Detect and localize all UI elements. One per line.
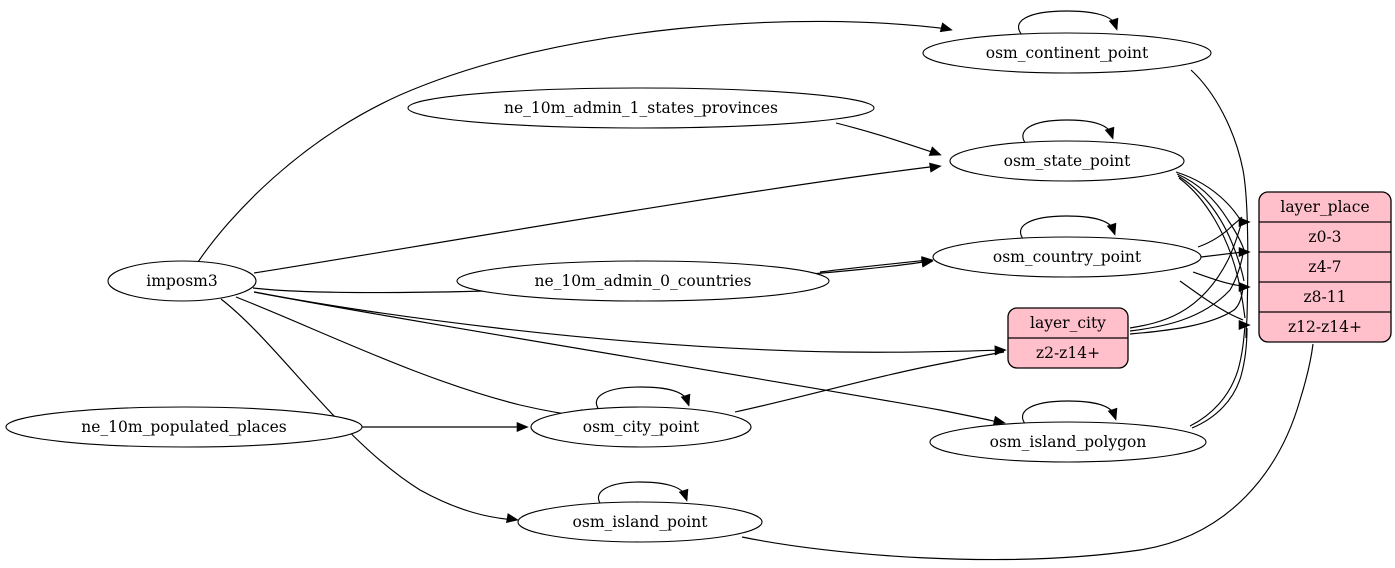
edge-osm_state_point-to-layer_place — [1175, 171, 1242, 222]
edge-osm_island_polygon-to-osm_island_polygon — [1021, 400, 1115, 426]
arrowhead-to-osm-continent-point — [939, 22, 953, 33]
arrowhead-to-layer-place-z8-11 — [1238, 281, 1251, 293]
edge-osm_state_point-to-layer_place — [1176, 173, 1245, 251]
record-row-layer-place-z8_11[interactable]: z8-11 — [1304, 288, 1347, 306]
edge-osm_state_point-to-layer_place — [1177, 175, 1245, 282]
node-label-osm_island_point: osm_island_point — [573, 513, 709, 531]
edge-osm_state_point-to-layer_place — [1178, 177, 1246, 319]
edge-imposm3-to-osm_continent_point — [197, 20, 949, 263]
node-shape-osm_island_polygon[interactable] — [929, 421, 1207, 463]
record-nodes-layer: layer_place z0-3 z4-7 z8-11 z12-z14+ layer_ci… — [1007, 191, 1392, 369]
edge-ne_states-to-osm_state_point — [835, 122, 939, 155]
node-ne_states[interactable]: ne_10m_admin_1_states_provinces — [407, 87, 875, 129]
arrowhead-to-osm-city-point-b — [516, 421, 529, 433]
arrowhead-to-layer-city — [994, 345, 1007, 356]
arrowhead-to-osm-state-point-b — [928, 146, 942, 156]
node-osm_country_point[interactable]: osm_country_point — [932, 236, 1202, 278]
node-label-osm_country_point: osm_country_point — [993, 248, 1142, 266]
record-row-layer-place-z4_7[interactable]: z4-7 — [1308, 258, 1341, 276]
node-shape-osm_country_point[interactable] — [932, 236, 1202, 278]
edge-osm_city_point-to-osm_city_point — [595, 386, 688, 412]
node-ne_populated[interactable]: ne_10m_populated_places — [5, 406, 363, 448]
node-osm_continent_point[interactable]: osm_continent_point — [922, 32, 1212, 74]
edge-osm_city_point-to-layer_city — [734, 351, 1005, 413]
record-row-layer-place-z0_3[interactable]: z0-3 — [1308, 228, 1341, 246]
node-shape-osm_continent_point[interactable] — [922, 32, 1212, 74]
edge-ne_countries-to-osm_country_point — [819, 259, 930, 273]
record-box-layer-place[interactable] — [1258, 191, 1392, 343]
edge-imposm3-to-osm_island_point — [220, 298, 516, 521]
node-label-osm_state_point: osm_state_point — [1004, 152, 1132, 170]
node-imposm3[interactable]: imposm3 — [107, 260, 257, 302]
node-shape-osm_city_point[interactable] — [530, 406, 752, 448]
edge-osm_island_point-to-layer_place — [741, 343, 1314, 561]
node-ne_countries[interactable]: ne_10m_admin_0_countries — [456, 260, 830, 302]
record-row-layer-place-z12_z14p[interactable]: z12-z14+ — [1288, 318, 1362, 336]
node-osm_state_point[interactable]: osm_state_point — [949, 140, 1185, 182]
arrowhead-to-layer-place-z0-3 — [1238, 216, 1251, 228]
arrowhead-to-osm-state-point-a — [929, 162, 942, 173]
node-label-imposm3: imposm3 — [146, 272, 217, 290]
edge-osm_island_polygon-to-layer_place — [1191, 327, 1248, 429]
edge-imposm3-to-layer_city — [253, 291, 1004, 353]
node-label-ne_states: ne_10m_admin_1_states_provinces — [504, 99, 778, 117]
nodes-layer: imposm3 ne_10m_admin_1_states_provincesne… — [5, 32, 1212, 543]
node-label-osm_continent_point: osm_continent_point — [986, 44, 1149, 62]
node-shape-osm_island_point[interactable] — [517, 501, 763, 543]
node-shape-ne_countries[interactable] — [456, 260, 830, 302]
edge-imposm3-to-osm_state_point — [253, 165, 939, 274]
record-node-layer-place[interactable]: layer_place z0-3 z4-7 z8-11 z12-z14+ — [1258, 191, 1392, 343]
arrowhead-to-layer-place-z12 — [1238, 319, 1251, 331]
node-osm_city_point[interactable]: osm_city_point — [530, 406, 752, 448]
edge-imposm3-to-osm_island_polygon — [253, 291, 1003, 424]
node-osm_island_point[interactable]: osm_island_point — [517, 501, 763, 543]
arrowhead-self-osm-state — [1104, 126, 1115, 140]
node-label-ne_populated: ne_10m_populated_places — [81, 418, 286, 436]
node-shape-ne_states[interactable] — [407, 87, 875, 129]
edge-layer_city-to-layer_place — [1129, 287, 1244, 335]
edge-layer_city-to-layer_place — [1129, 253, 1244, 332]
arrowhead-self-osm-continent — [1108, 17, 1119, 31]
edge-osm_country_point-to-layer_place — [1200, 251, 1244, 258]
edges-layer — [197, 10, 1314, 561]
record-row-layer-city-z2_z14p[interactable]: z2-z14+ — [1036, 344, 1100, 362]
edge-osm_island_polygon-to-layer_place — [1189, 324, 1246, 427]
node-osm_island_polygon[interactable]: osm_island_polygon — [929, 421, 1207, 463]
node-shape-imposm3[interactable] — [107, 260, 257, 302]
node-label-osm_island_polygon: osm_island_polygon — [990, 433, 1147, 451]
record-node-layer-city[interactable]: layer_city z2-z14+ — [1007, 307, 1129, 369]
edge-layer_city-to-layer_place — [1129, 220, 1243, 329]
edge-osm_continent_point-to-osm_continent_point — [1017, 10, 1116, 36]
edge-osm_island_point-to-osm_island_point — [597, 481, 686, 507]
edge-imposm3-to-osm_city_point — [235, 296, 589, 418]
record-row-layer-place-title[interactable]: layer_place — [1280, 198, 1369, 216]
arrowhead-self-osm-island-point — [678, 488, 689, 502]
edge-osm_country_point-to-layer_place — [1179, 280, 1244, 321]
node-shape-osm_state_point[interactable] — [949, 140, 1185, 182]
node-label-ne_countries: ne_10m_admin_0_countries — [535, 272, 752, 290]
arrowhead-self-osm-country — [1106, 222, 1117, 236]
arrowhead-to-layer-place-z4-7 — [1238, 246, 1251, 258]
arrowhead-to-osm-country-point-b — [921, 256, 934, 267]
record-row-layer-city-title[interactable]: layer_city — [1030, 314, 1106, 332]
arrowhead-to-osm-island-point — [505, 513, 519, 524]
edge-osm_country_point-to-osm_country_point — [1019, 215, 1114, 241]
arrowhead-self-osm-island-polygon — [1107, 407, 1118, 421]
node-label-osm_city_point: osm_city_point — [583, 418, 700, 436]
edge-osm_state_point-to-osm_state_point — [1022, 119, 1112, 145]
node-shape-ne_populated[interactable] — [5, 406, 363, 448]
arrowhead-self-osm-city — [680, 393, 691, 407]
